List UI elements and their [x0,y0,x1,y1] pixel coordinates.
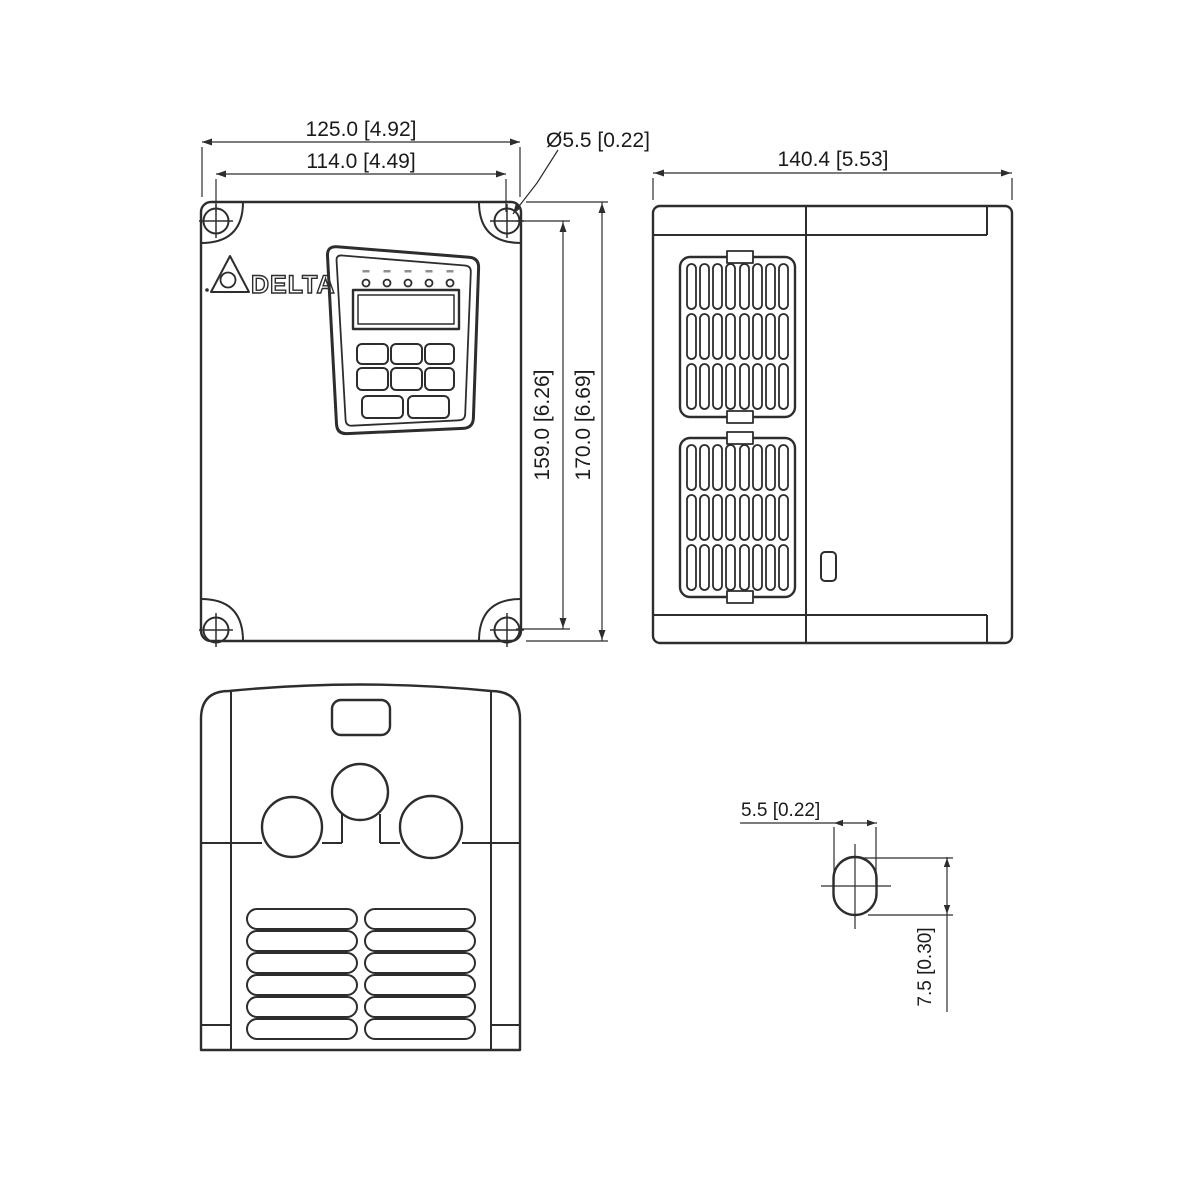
bottom-body-outline [199,683,522,1052]
vent-tab [726,431,754,445]
keypad-button-wide [361,395,404,419]
vent-tab [726,590,754,604]
keypad-button [424,343,455,365]
logo-dot [205,288,209,292]
led-indicator [361,278,371,288]
dim-slot-height: 7.5 [0.30] [862,857,953,1012]
keypad-button [356,367,389,391]
keypad-button [424,367,455,391]
vent-tab [726,410,754,424]
dim-slot-height-label: 7.5 [0.30] [915,927,936,1006]
side-body-outline [651,204,1014,645]
dim-depth-overall-label: 140.4 [5.53] [778,148,889,171]
keypad-outer-bezel [325,245,481,436]
dim-hole-diameter-label: Ø5.5 [0.22] [546,129,650,152]
keypad-button [390,343,423,365]
knockout-circle-right [398,794,464,860]
knockout-circle-center [330,762,390,822]
led-indicator [445,278,455,288]
delta-logo: DELTA [205,255,336,300]
dim-width-mounting-label: 114.0 [4.49] [306,150,415,173]
led-label-mark [362,270,370,273]
led-indicator [382,278,392,288]
mount-tab-top-right [478,201,522,244]
keypad-buttons [356,343,455,419]
display-frame [351,288,461,331]
dim-height-mounting-label: 159.0 [6.26] [531,370,554,481]
keypad-button [390,367,423,391]
logo-wordmark: DELTA [251,271,336,299]
led-indicator [424,278,434,288]
dim-height-overall: 170.0 [6.69] [526,201,608,642]
mounting-hole-detail: 5.5 [0.22] 7.5 [0.30] [740,800,953,1012]
led-label-mark [404,270,412,273]
dim-depth-overall: 140.4 [5.53] [652,148,1013,200]
side-view: 140.4 [5.53] [651,148,1014,645]
keypad [325,245,481,436]
bottom-vent-slots [246,908,476,1040]
logo-swirl-icon [219,271,237,289]
dim-slot-width-label: 5.5 [0.22] [741,800,820,821]
led-label-mark [446,270,454,273]
dim-hole-diameter: Ø5.5 [0.22] [512,129,650,215]
mounting-slot-outline [832,855,878,917]
led-label-mark [425,270,433,273]
display-screen [357,294,455,325]
vent-tab [726,250,754,264]
dim-height-overall-label: 170.0 [6.69] [572,370,595,481]
keypad-button [356,343,389,365]
bottom-view [199,683,522,1052]
dim-height-mounting: 159.0 [6.26] [516,220,570,630]
vent-panel-lower [678,431,797,604]
led-label-mark [383,270,391,273]
vent-panel-upper [678,250,797,424]
led-indicator [403,278,413,288]
front-body-outline [199,200,523,643]
keypad-inner-bezel [335,254,472,427]
dim-slot-width: 5.5 [0.22] [740,800,877,884]
dim-width-overall: 125.0 [4.92] [201,118,521,197]
mount-tab-top-left [200,201,244,244]
status-leds [361,270,455,288]
knockout-circle-left [260,795,324,859]
dim-width-overall-label: 125.0 [4.92] [306,118,417,141]
mount-tab-bottom-left [200,598,244,642]
mount-tab-bottom-right [478,598,522,642]
leader-line [512,149,559,215]
side-slot-opening [820,551,837,582]
top-knockout-rect [330,698,392,737]
front-view: DELTA [198,118,650,648]
keypad-button-wide [407,395,450,419]
dim-width-mounting: 114.0 [4.49] [215,150,507,212]
